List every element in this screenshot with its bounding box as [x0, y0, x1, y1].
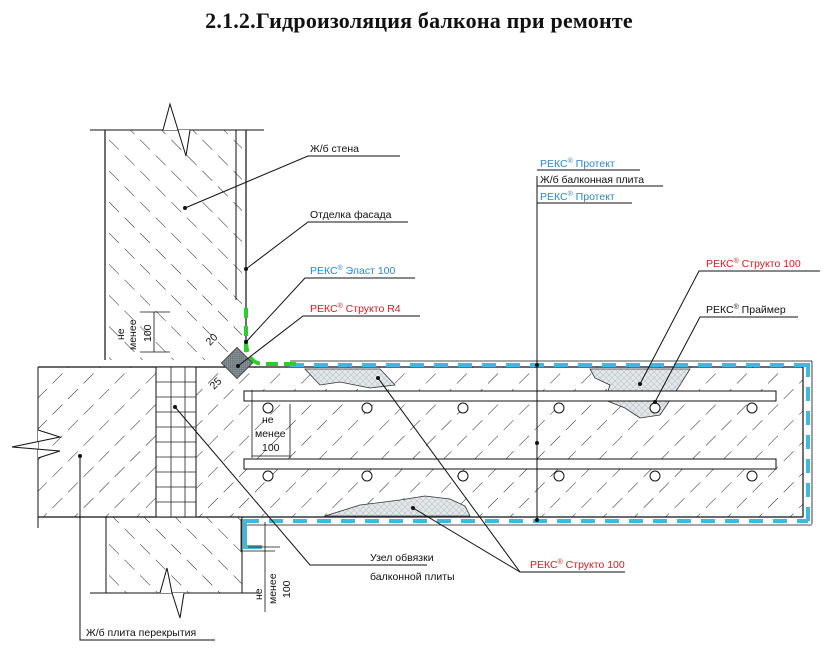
rebar-min-dimension: не менее 100 [255, 414, 286, 454]
dim-word: менее [267, 573, 279, 604]
break-line-icon [162, 102, 191, 157]
label-protect-top: РЕКС® Протект [540, 157, 615, 170]
repair-patch-top-left [304, 368, 396, 389]
tie-node-grid [155, 366, 197, 518]
label-elast: РЕКС® Эласт 100 [310, 264, 396, 277]
label-wall: Ж/б стена [310, 143, 359, 155]
label-strukto-100-bottom: РЕКС® Структо 100 [530, 558, 625, 571]
lower-wall [90, 517, 258, 619]
label-node-line2: балконной плиты [370, 571, 455, 583]
break-line-icon [11, 429, 62, 459]
label-node-line1: Узел обвязки [370, 552, 434, 564]
rebar-bottom [243, 458, 777, 470]
dim-word: не [115, 328, 127, 340]
label-primer: РЕКС® Праймер [706, 303, 786, 316]
dim-value: 100 [281, 580, 293, 598]
rebar-cross-sections [262, 402, 758, 482]
break-line-icon [159, 567, 185, 619]
page-title: 2.1.2.Гидроизоляция балкона при ремонте [205, 8, 633, 33]
label-floor-slab: Ж/б плита перекрытия [86, 627, 196, 639]
label-facade: Отделка фасада [310, 209, 392, 221]
dimension-lines [140, 311, 291, 612]
dim-word: менее [255, 428, 286, 440]
rebar-top [243, 390, 777, 402]
wall-min-dimension: не менее 100 [115, 319, 154, 350]
dim-word: менее [127, 319, 139, 350]
balcony-slab [196, 366, 804, 518]
drip-min-dimension: не менее 100 [253, 573, 293, 604]
dim-word: не [262, 414, 274, 426]
label-slab: Ж/б балконная плита [540, 174, 644, 186]
repair-patch-bottom [324, 495, 471, 517]
label-protect-bottom: РЕКС® Протект [540, 190, 615, 203]
dim-value: 100 [142, 324, 154, 342]
dim-value: 100 [262, 442, 280, 454]
elast-membrane [244, 308, 298, 366]
label-strukto-100-right: РЕКС® Структо 100 [706, 257, 801, 270]
label-strukto-r4: РЕКС® Структо R4 [310, 302, 401, 315]
strukto-r4-chamfer [220, 346, 254, 380]
dim-word: не [253, 588, 265, 600]
upper-wall [90, 102, 264, 360]
leader-lines [79, 155, 820, 641]
